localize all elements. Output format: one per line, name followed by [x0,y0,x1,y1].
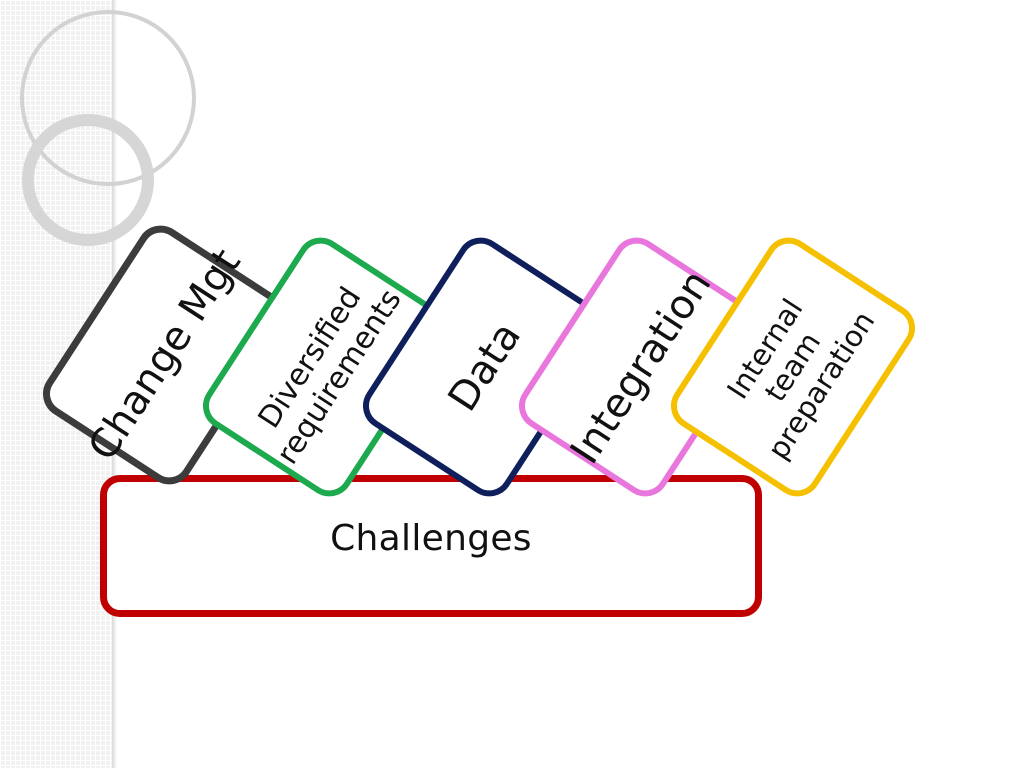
card-data-label: Data [439,314,531,420]
challenges-label: Challenges [330,518,532,559]
challenges-box: Challenges [100,475,762,617]
card-internal-team-preparation: Internal team preparation [661,228,925,506]
